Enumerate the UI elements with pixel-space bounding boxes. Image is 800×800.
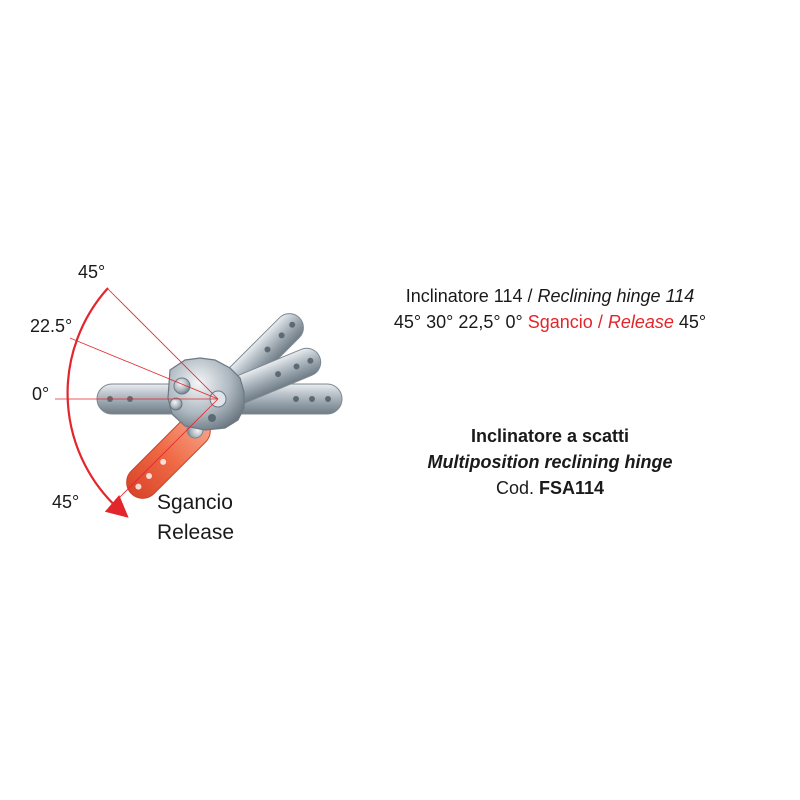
product-code: FSA114 [538,478,605,499]
heading-name: Inclinatore 114 / [405,286,538,306]
product-code-line: Cod. FSA114 [350,475,750,501]
release-label-it: Sgancio [157,491,233,514]
heading-caption: Inclinatore 114 / Reclining hinge 114 45… [350,283,750,335]
angle-label-45-bottom: 45° [52,492,80,512]
heading-line-1: Inclinatore 114 / Reclining hinge 114 [350,283,750,309]
angle-list: 45° 30° 22,5° 0° [393,312,528,333]
product-caption: Inclinatore a scatti Multiposition recli… [350,423,750,501]
angle-lines [55,287,219,511]
heading-line-2: 45° 30° 22,5° 0° Sgancio / Release 45° [350,309,750,335]
release-it: Sgancio / [527,312,608,333]
angle-label-0: 0° [32,384,50,404]
product-code-prefix: Cod. [495,478,539,499]
release-label-en: Release [157,521,235,544]
rotation-arrow [66,287,129,518]
product-subtitle: Multiposition reclining hinge [427,452,673,473]
angle-label-22-5: 22.5° [30,316,73,336]
angle-label-45-top: 45° [78,262,106,282]
heading-name-en: Reclining hinge 114 [537,286,695,306]
product-title: Inclinatore a scatti [470,426,630,446]
release-angle: 45° [673,312,707,333]
release-en: Release [607,312,674,333]
